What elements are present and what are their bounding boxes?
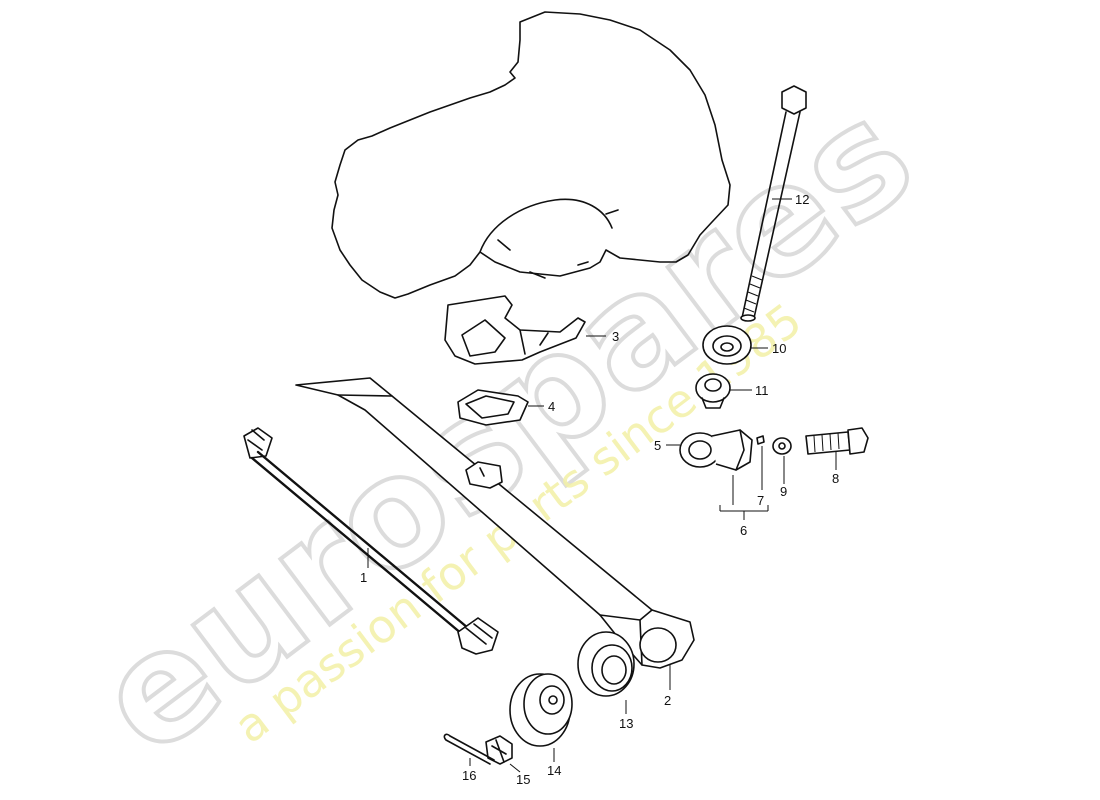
part-10-rubber-mount	[702, 325, 752, 365]
callout-2: 2	[664, 693, 671, 708]
callout-5: 5	[654, 438, 661, 453]
callout-labels: 1 2 3 4 5 6 7 8 9 10 11 12 13 14 15 16	[360, 192, 839, 787]
callout-6: 6	[740, 523, 747, 538]
leader-lines	[367, 198, 837, 773]
part-3-bracket	[444, 295, 586, 365]
part-16-cotter-pin	[443, 733, 495, 765]
part-14-bushing	[509, 673, 573, 747]
watermark: eurospares a passion for parts since 198…	[65, 65, 947, 791]
callout-14: 14	[547, 763, 561, 778]
callout-8: 8	[832, 471, 839, 486]
part-4-pad	[457, 389, 529, 426]
part-8-bolt	[805, 427, 869, 455]
part-11-spacer	[695, 373, 731, 409]
part-12-bolt	[740, 85, 807, 322]
callout-7: 7	[757, 493, 764, 508]
callout-3: 3	[612, 329, 619, 344]
part-15-nut	[485, 735, 513, 765]
part-1-torsion-bar	[243, 427, 499, 655]
part-2-arm	[295, 377, 695, 669]
part-5-eye-mount	[679, 429, 765, 471]
callout-12: 12	[795, 192, 809, 207]
gearbox-housing	[331, 11, 731, 299]
callout-15: 15	[516, 772, 530, 787]
part-13-bushing	[577, 631, 635, 697]
callout-16: 16	[462, 768, 476, 783]
watermark-brand: eurospares	[67, 67, 945, 789]
callout-13: 13	[619, 716, 633, 731]
callout-4: 4	[548, 399, 555, 414]
callout-11: 11	[755, 383, 769, 398]
callout-10: 10	[772, 341, 786, 356]
callout-9: 9	[780, 484, 787, 499]
part-9-washer	[772, 437, 792, 455]
callout-1: 1	[360, 570, 367, 585]
